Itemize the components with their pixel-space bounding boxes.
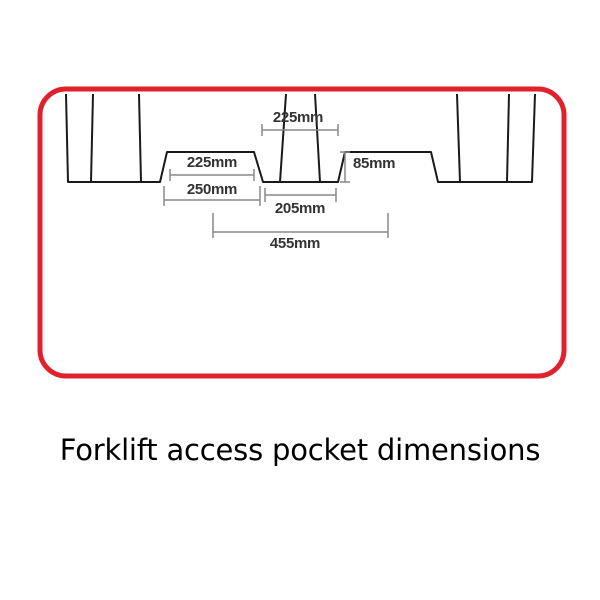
pallet-profile	[65, 93, 536, 183]
dim-top-center	[261, 124, 339, 136]
label-top-center: 225mm	[273, 109, 323, 126]
label-left-inner: 225mm	[187, 154, 237, 171]
dim-pocket-height	[340, 151, 350, 183]
label-left-outer: 250mm	[187, 181, 237, 198]
rib-center-2	[314, 93, 321, 183]
rib-right-1	[456, 93, 461, 183]
dim-pocket-spacing	[212, 213, 389, 238]
label-pocket-spacing: 455mm	[270, 235, 320, 252]
rib-center-1	[279, 93, 287, 183]
dim-left-inner	[169, 169, 255, 181]
dim-center-block	[264, 188, 337, 202]
label-pocket-height: 85mm	[353, 155, 395, 172]
rib-right-2	[506, 93, 510, 183]
red-frame	[37, 86, 567, 379]
caption: Forklift access pocket dimensions	[59, 433, 541, 467]
rib-left-2	[138, 93, 142, 183]
rib-left-1	[90, 93, 94, 183]
dim-left-outer	[163, 186, 261, 206]
label-center-block: 205mm	[275, 200, 325, 217]
